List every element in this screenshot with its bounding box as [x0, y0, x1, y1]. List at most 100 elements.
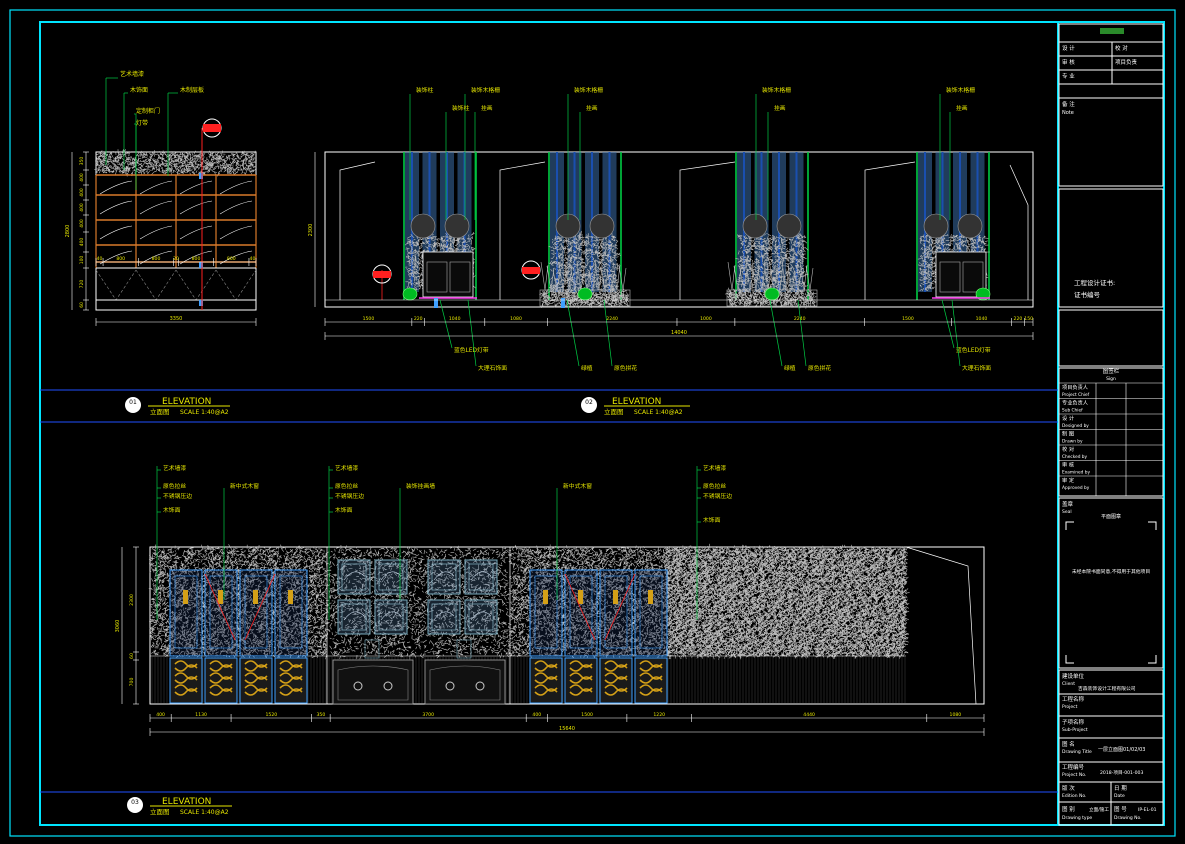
elev2-outline — [324, 151, 1034, 308]
dim-label: 4440 — [803, 712, 815, 718]
gold-ornament — [639, 660, 663, 672]
view-subtitle: 立面图 — [150, 807, 170, 816]
window-frame — [239, 569, 273, 657]
window-frame — [204, 569, 238, 657]
vdim-label: 700 — [129, 678, 135, 687]
shelf-light-line — [219, 180, 253, 195]
dim-label: 1040 — [449, 316, 461, 322]
tb-seal-text: 平面图章 — [1101, 513, 1121, 520]
console-cabinet — [422, 251, 474, 298]
leader-label: 木制层板 — [180, 86, 204, 94]
leader-label: 艺术墙漆 — [703, 464, 726, 472]
section-marker-flag — [203, 124, 221, 132]
dim-total: 14040 — [671, 330, 687, 336]
leader-label: 挂画 — [774, 104, 786, 112]
tb-sign-cn: 审 核 — [1062, 461, 1074, 469]
picture-frame — [374, 559, 408, 595]
picture-art — [470, 611, 492, 621]
dim-label: 350 — [316, 712, 325, 718]
gold-ornament — [244, 672, 268, 684]
plant-leaf — [570, 267, 579, 291]
shelf-light-line — [139, 200, 173, 215]
plant-leaf — [582, 265, 591, 291]
plant-leaf — [606, 269, 615, 291]
dim-label: 1500 — [363, 316, 375, 322]
tb-projno: 2018-项目-001-003 — [1100, 770, 1143, 776]
vase — [402, 287, 418, 301]
wall-perspective — [339, 161, 376, 300]
wall-paint-texture-dense — [662, 543, 910, 661]
window-inner — [639, 575, 663, 649]
plant-leaf — [751, 264, 760, 291]
plant-leaf — [805, 265, 814, 291]
cabinet-door — [449, 261, 471, 293]
gold-ornament — [174, 684, 198, 696]
window-frame — [274, 569, 308, 657]
window-inner — [244, 575, 268, 649]
plant-leaf — [757, 267, 766, 291]
tb-stamp-no: 证书编号 — [1074, 290, 1101, 299]
elev2-body — [325, 152, 1033, 309]
leader-label: 艺术墙漆 — [120, 70, 144, 78]
view-title: ELEVATION — [612, 397, 661, 407]
tb-label: 项目负责 — [1115, 58, 1138, 66]
sideboard-knob — [445, 681, 455, 691]
open-indicator — [204, 573, 276, 641]
tb-sign-en: Sub Chief — [1062, 408, 1083, 414]
leader-line — [467, 299, 477, 367]
vdim-label: 400 — [79, 219, 85, 228]
leader-label: 蓝色LED灯带 — [956, 346, 991, 354]
picture-art — [380, 571, 402, 581]
gold-ornament — [534, 684, 558, 696]
view-scale: SCALE 1:40@A2 — [180, 409, 229, 416]
leader-label: 大理石饰面 — [478, 364, 507, 372]
leader-line — [797, 299, 807, 367]
window-inner — [534, 575, 558, 649]
tb-stamp-box — [1058, 188, 1164, 308]
tb-no-cn: 图 号 — [1114, 805, 1127, 813]
dim-label: 800 — [192, 256, 201, 262]
tb-sign-en: Sign — [1106, 376, 1116, 382]
gold-ornament — [209, 660, 233, 672]
window-inner — [174, 575, 198, 649]
tb-sign-cn: 项目负责人 — [1062, 383, 1088, 391]
leader-label: 绿植 — [784, 364, 796, 372]
dim-label: 800 — [152, 256, 161, 262]
window-frame — [634, 569, 668, 657]
tb-sign-cn: 审 定 — [1062, 476, 1074, 484]
vdim-label: 720 — [79, 280, 85, 289]
gold-ornament — [604, 684, 628, 696]
gold-ornament — [279, 684, 303, 696]
leader-label: 挂画 — [956, 104, 968, 112]
plant-leaf — [594, 261, 603, 291]
cabinet-door — [939, 261, 961, 293]
tb-note-en: Note — [1062, 110, 1074, 116]
leader-label: 新中式木窗 — [563, 482, 592, 490]
sideboard — [424, 659, 506, 705]
window-hardware — [253, 590, 258, 604]
open-indicator — [564, 573, 636, 641]
gold-ornament — [569, 672, 593, 684]
tb-sign-cn: 制 图 — [1062, 430, 1074, 438]
gold-ornament — [174, 660, 198, 672]
picture-inner — [431, 563, 457, 591]
leader-label: 装饰木格栅 — [574, 86, 603, 94]
plant-leaf — [564, 264, 573, 291]
gold-ornament — [639, 684, 663, 696]
vdim-label: 100 — [79, 256, 85, 265]
tb-edition-en: Edition No. — [1062, 793, 1086, 799]
leader-label: 不锈钢压边 — [335, 492, 364, 500]
inner-border — [39, 21, 1165, 826]
window-frame — [169, 569, 203, 657]
tb-note-cn: 备 注 — [1062, 100, 1075, 108]
leader-label: 装饰柱 — [416, 86, 434, 94]
tb-drawing-title: 一层立面图01/02/03 — [1098, 746, 1145, 753]
tb-sign-en: Project Chief — [1062, 392, 1090, 398]
window-inner — [604, 575, 628, 649]
